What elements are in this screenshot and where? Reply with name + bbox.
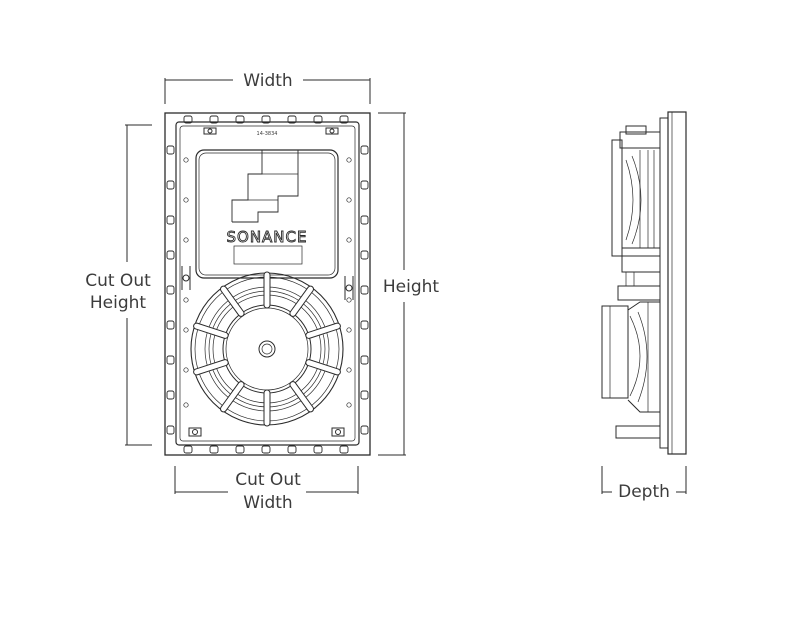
corner-clamps [181, 127, 354, 437]
inner-baffle [175, 121, 360, 446]
screw-hole [346, 237, 352, 243]
cutout-height-label-line2: Height [90, 293, 147, 313]
frame-bump [166, 250, 175, 260]
frame-bump [166, 320, 175, 330]
screw-hole [346, 327, 352, 333]
frame-bump [235, 445, 245, 454]
frame-bump [339, 115, 349, 124]
grille-spoke-inner [290, 286, 313, 316]
screw-hole [346, 367, 352, 373]
outer-frame [164, 112, 371, 456]
height-dimension: Height [378, 112, 440, 456]
cutout-height-label-line1: Cut Out [85, 271, 151, 291]
screw-hole [183, 197, 189, 203]
frame-bump [360, 285, 369, 295]
frame-bump [183, 115, 193, 124]
grille-spoke-inner [306, 360, 340, 375]
frame-bump [360, 320, 369, 330]
frame-bump [261, 115, 271, 124]
grille-spoke-inner [194, 323, 228, 338]
grille-spoke-inner [194, 360, 228, 375]
frame-bump [166, 355, 175, 365]
side-woofer-section [601, 285, 661, 439]
screw-hole [346, 402, 352, 408]
screw-hole [346, 157, 352, 163]
frame-bump [360, 355, 369, 365]
width-dimension: Width [164, 71, 371, 104]
woofer-grille-spokes [193, 271, 341, 427]
grille-spoke-inner [221, 286, 244, 316]
frame-bump [360, 180, 369, 190]
screw-hole [346, 197, 352, 203]
baffle-screws [183, 157, 352, 408]
frame-bump [339, 445, 349, 454]
frame-mounting-bumps [166, 115, 369, 454]
side-crossover-section [611, 125, 661, 287]
frame-bump [287, 115, 297, 124]
cutout-width-label-line2: Width [243, 493, 292, 513]
screw-hole [183, 367, 189, 373]
inner-baffle-inset [179, 125, 356, 442]
frame-bump [360, 390, 369, 400]
depth-dimension: Depth [601, 466, 687, 502]
frame-bump [360, 250, 369, 260]
frame-bump [183, 445, 193, 454]
frame-bump [166, 215, 175, 225]
frame-bump [360, 215, 369, 225]
screw-hole [183, 157, 189, 163]
frame-bump [166, 180, 175, 190]
width-label: Width [243, 71, 292, 91]
screw-hole [346, 297, 352, 303]
height-label: Height [383, 277, 440, 297]
frame-bump [166, 285, 175, 295]
frame-bump [360, 145, 369, 155]
frame-bump [287, 445, 297, 454]
woofer [190, 271, 344, 427]
side-view: Depth [601, 111, 687, 502]
sonance-logo-mark [231, 150, 299, 223]
grille-spoke-inner [290, 382, 313, 412]
crossover-panel [195, 149, 339, 279]
frame-bump [166, 425, 175, 435]
frame-bump [166, 390, 175, 400]
frame-bump [235, 115, 245, 124]
screw-hole [183, 297, 189, 303]
cutout-height-dimension: Cut Out Height [85, 124, 152, 446]
frame-bump [261, 445, 271, 454]
screw-hole [183, 402, 189, 408]
grille-spoke-inner [306, 323, 340, 338]
depth-label: Depth [618, 482, 670, 502]
grille-spoke-inner [221, 382, 244, 412]
cutout-width-dimension: Cut Out Width [174, 466, 359, 513]
crossover-panel-inset [198, 152, 336, 276]
side-flange [667, 111, 687, 455]
sonance-logo-text: SONANCE [227, 228, 308, 246]
frame-bump [313, 445, 323, 454]
model-marking: 14-3834 [257, 131, 278, 137]
frame-bump [360, 425, 369, 435]
cutout-width-label-line1: Cut Out [235, 470, 301, 490]
screw-hole [183, 327, 189, 333]
frame-bump [209, 445, 219, 454]
screw-hole [183, 237, 189, 243]
frame-bump [166, 145, 175, 155]
front-view: Width Height Cut Out Height Cut Out Wi [85, 71, 439, 513]
frame-bump [313, 115, 323, 124]
label-plate [233, 245, 303, 265]
frame-bump [209, 115, 219, 124]
